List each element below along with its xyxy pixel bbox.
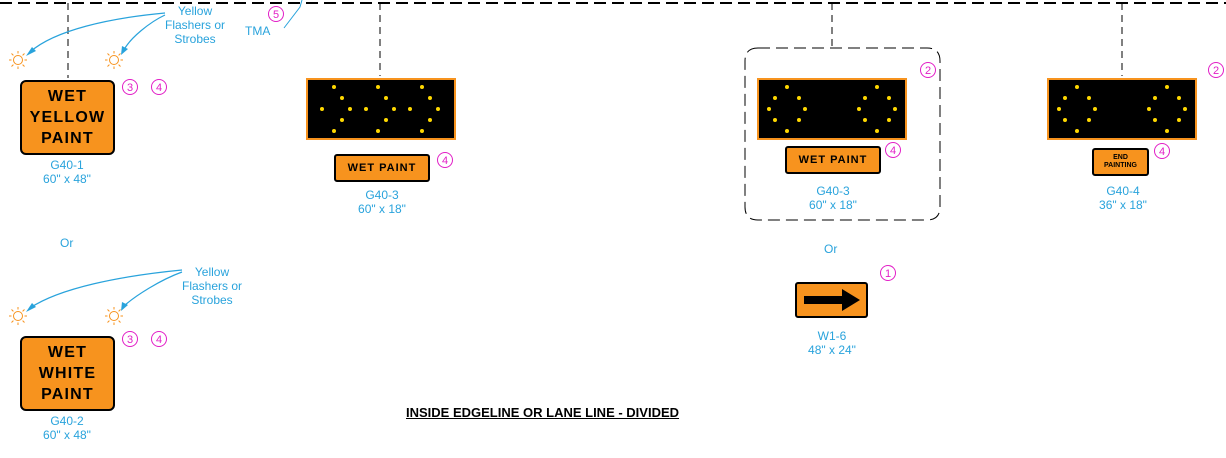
tma-label: TMA: [245, 24, 271, 38]
arrow-board-lights: [320, 85, 440, 133]
note-marker: 4: [151, 331, 167, 347]
sign-size: 48" x 24": [808, 343, 856, 357]
note-marker: 1: [880, 265, 896, 281]
arrowhead: [121, 46, 128, 55]
sign-g40-2: WET WHITE PAINT: [20, 336, 115, 411]
sign-code: G40-3: [365, 188, 399, 202]
arrowhead: [121, 302, 128, 311]
sign-code: G40-4: [1106, 184, 1140, 198]
flasher-pointer-arrow: [29, 12, 166, 53]
sign-size: 60" x 18": [358, 202, 406, 216]
sign-label-g40-3: G40-3 60" x 18": [327, 188, 437, 216]
sign-code: G40-3: [816, 184, 850, 198]
arrow-board-chevron-sequential: [306, 78, 456, 140]
flasher-label: Yellow Flashers or Strobes: [164, 4, 226, 46]
sign-g40-3: WET PAINT: [334, 154, 430, 182]
sign-text-line: YELLOW: [29, 109, 106, 126]
note-marker: 2: [1208, 62, 1224, 78]
flasher-label: Yellow Flashers or Strobes: [181, 265, 243, 307]
sign-text-line: PAINT: [41, 130, 94, 147]
arrow-board-lights: [767, 85, 897, 133]
flasher-icon: [9, 51, 27, 69]
sign-g40-1: WET YELLOW PAINT: [20, 80, 115, 155]
or-label: Or: [60, 236, 74, 250]
note-marker: 3: [122, 331, 138, 347]
note-marker: 3: [122, 79, 138, 95]
note-marker: 4: [885, 142, 901, 158]
arrow-board-caution: [1047, 78, 1197, 140]
sign-label-w1-6: W1-6 48" x 24": [777, 329, 887, 357]
sign-w1-6: [795, 282, 868, 318]
flasher-icon: [105, 51, 123, 69]
sign-text-line: WET: [47, 88, 88, 105]
sign-size: 60" x 18": [809, 198, 857, 212]
sign-text: WET PAINT: [798, 154, 868, 166]
note-marker: 5: [268, 6, 284, 22]
arrowhead: [26, 303, 36, 312]
sign-text: WET PAINT: [347, 162, 417, 174]
sign-code: W1-6: [817, 329, 847, 343]
arrow-board-lights: [1057, 85, 1187, 133]
note-marker: 4: [1154, 143, 1170, 159]
diagram-title: INSIDE EDGELINE OR LANE LINE - DIVIDED: [406, 405, 680, 420]
arrowhead: [26, 47, 36, 56]
sign-text-line: PAINTING: [1104, 162, 1137, 169]
sign-text-line: END: [1113, 154, 1128, 161]
sign-g40-3: WET PAINT: [785, 146, 881, 174]
sign-size: 60" x 48": [43, 428, 91, 442]
sign-code: G40-2: [50, 414, 84, 428]
sign-size: 60" x 48": [43, 172, 91, 186]
tma-leader: [283, 0, 303, 29]
or-label: Or: [824, 242, 838, 256]
sign-code: G40-1: [50, 158, 84, 172]
sign-text-line: PAINT: [41, 386, 94, 403]
option-enclosure: [744, 47, 941, 221]
flasher-icon: [9, 307, 27, 325]
flasher-pointer-arrow: [123, 271, 183, 307]
right-arrow-icon: [803, 289, 860, 311]
sign-text-line: WHITE: [38, 365, 97, 382]
sign-g40-4: END PAINTING: [1092, 148, 1149, 176]
sign-label-g40-1: G40-1 60" x 48": [12, 158, 122, 186]
note-marker: 4: [151, 79, 167, 95]
flasher-pointer-arrow: [123, 14, 166, 51]
arrow-board-caution: [757, 78, 907, 140]
sign-label-g40-3: G40-3 60" x 18": [778, 184, 888, 212]
flasher-pointer-arrow: [29, 269, 183, 309]
sign-text-line: WET: [47, 344, 88, 361]
flasher-icon: [105, 307, 123, 325]
sign-size: 36" x 18": [1099, 198, 1147, 212]
note-marker: 4: [437, 152, 453, 168]
sign-label-g40-2: G40-2 60" x 48": [12, 414, 122, 442]
sign-label-g40-4: G40-4 36" x 18": [1068, 184, 1178, 212]
note-marker: 2: [920, 62, 936, 78]
